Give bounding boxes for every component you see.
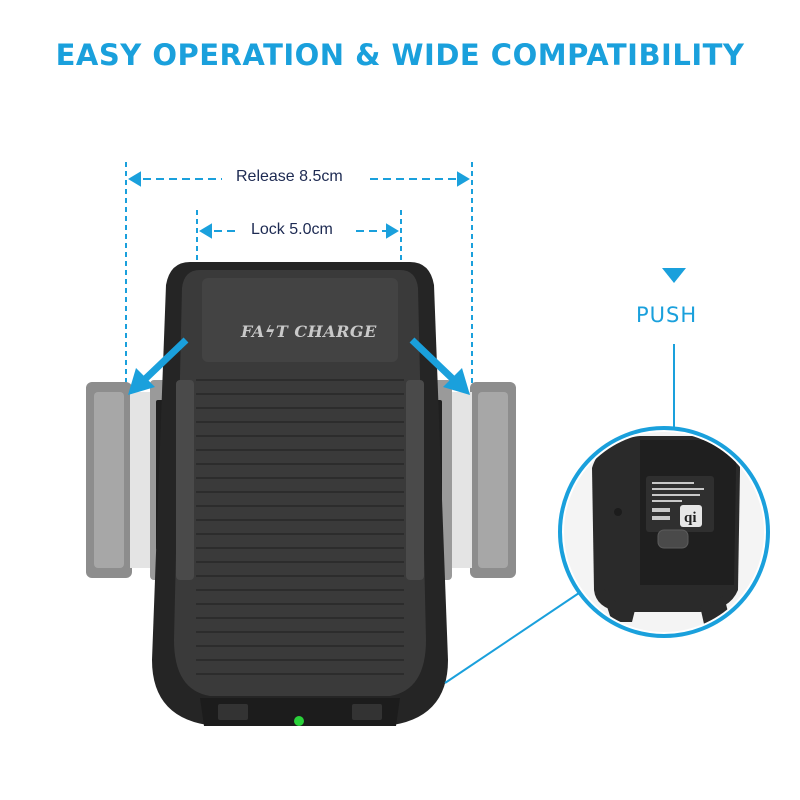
- fast-charge-brand: FAϟT CHARGE: [241, 322, 377, 341]
- release-dimension: [125, 162, 473, 400]
- left-inner-grip: [176, 380, 194, 580]
- push-triangle-icon: [662, 268, 686, 283]
- expand-arrows: [128, 337, 470, 395]
- label-fine-print: [652, 482, 704, 520]
- release-width-label: Release 8.5cm: [232, 168, 347, 186]
- charger-body: [152, 262, 448, 726]
- headline: EASY OPERATION & WIDE COMPATIBILITY: [55, 38, 745, 72]
- zoom-callout: qi: [558, 426, 770, 638]
- release-left-arrowhead: [128, 171, 141, 187]
- svg-text:qi: qi: [684, 510, 697, 526]
- left-expand-arrow: [128, 337, 189, 395]
- lock-right-arrowhead: [386, 223, 399, 239]
- right-inner-grip: [406, 380, 424, 580]
- push-button: [657, 529, 689, 549]
- grip-ridges: [196, 379, 404, 675]
- release-right-arrowhead: [457, 171, 470, 187]
- indicator-led: [294, 716, 304, 726]
- top-panel: [202, 278, 398, 362]
- right-expand-arrow: [409, 337, 470, 395]
- base-tray: [200, 698, 400, 726]
- lock-left-arrowhead: [199, 223, 212, 239]
- push-label: PUSH: [636, 303, 698, 327]
- lock-width-label: Lock 5.0cm: [247, 221, 337, 239]
- callout-connector: [444, 590, 583, 684]
- qi-logo-icon: qi: [680, 505, 702, 527]
